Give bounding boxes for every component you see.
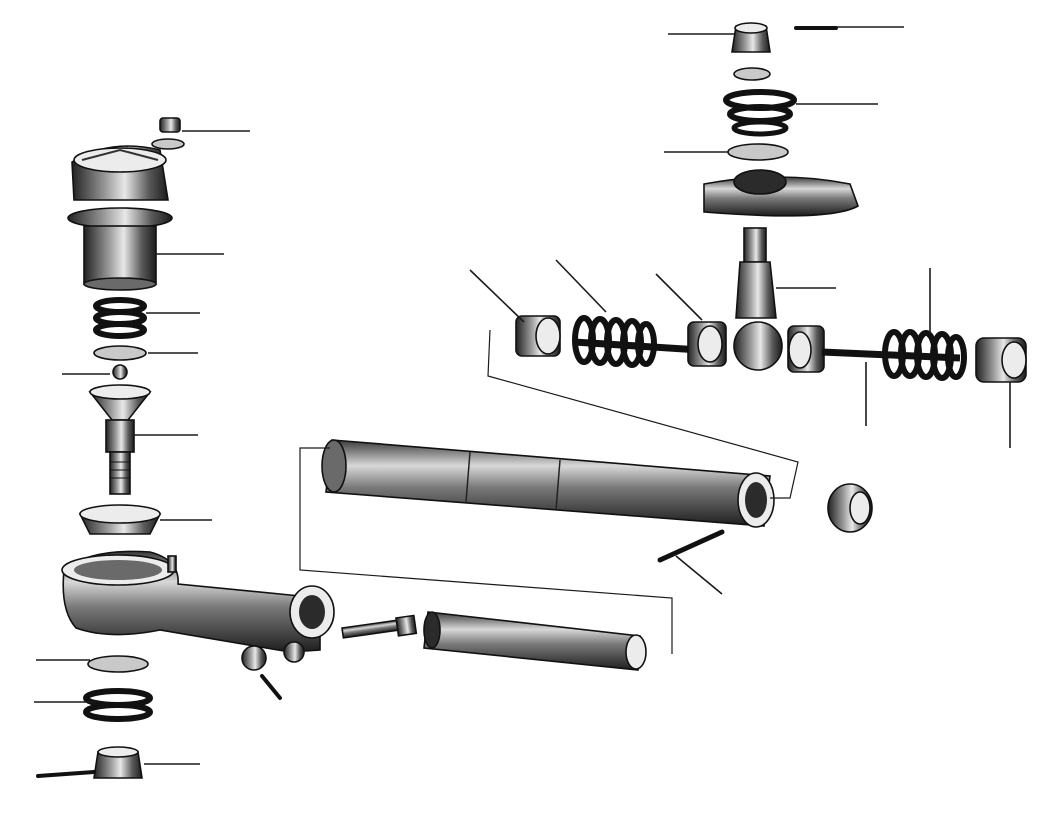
clamp-bolt [341,614,418,639]
clamp-nut [241,645,282,700]
socket-cap-left [515,315,561,357]
cotter-pin-bottom-left [36,770,96,778]
leader-line [655,273,703,321]
rod-spring-right [821,329,967,381]
small-castle-nut-top-left [151,117,185,150]
grease-rod [657,529,725,563]
short-splined-tube [423,611,647,671]
coil-spring-left [93,297,147,339]
castle-nut-bottom-left [93,746,143,779]
tie-rod-tube [321,439,775,528]
left-ball-joint-assembly [34,117,418,779]
tie-rod-tube-assembly [299,329,873,671]
ball-seat-right [787,325,825,373]
adjuster-sleeve [827,483,873,533]
ball-joint-cap [67,145,173,291]
steering-arm [61,550,335,663]
assembly-frame-line [487,329,799,499]
lower-spring-left [83,688,153,722]
castle-nut-top-right [731,22,771,53]
rod-spring-left [572,315,701,368]
socket-cap-right [975,337,1027,383]
drop-arm-stud [733,227,783,371]
right-socket-assembly [469,22,1027,448]
ball-cup [78,504,162,535]
small-ball [112,364,128,380]
ball-seat-left [687,321,727,367]
seal-washer-right [727,143,789,161]
ball-stud [88,384,152,495]
mounting-bracket [703,169,859,217]
assembly-frame-line [299,447,673,654]
tab-washer-right [733,67,771,81]
leader-line [675,555,723,595]
coil-spring-top-right [723,89,797,137]
lower-washer-left [87,655,149,673]
thrust-washer-left [93,345,147,361]
leader-line [469,269,525,323]
leader-line [555,259,607,313]
